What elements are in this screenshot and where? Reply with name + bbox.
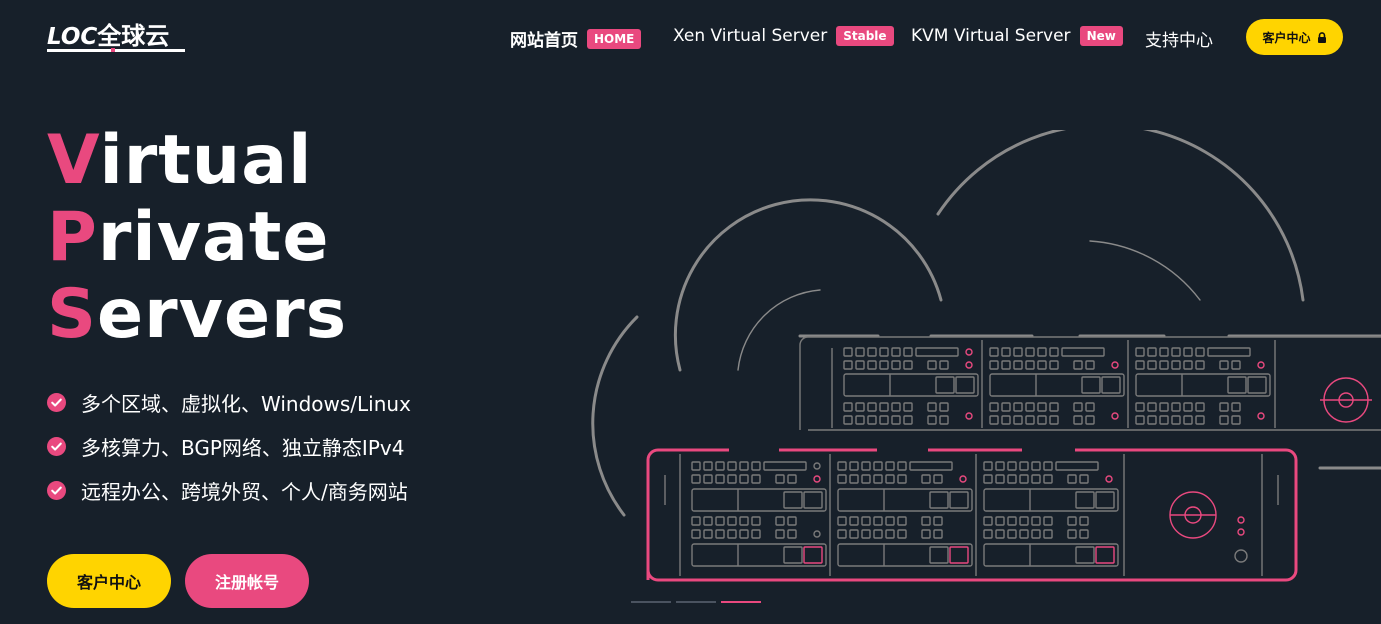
- logo-dot: [111, 48, 115, 52]
- hero-rest-servers: ervers: [96, 275, 348, 354]
- cloud-arc-middle: [673, 198, 943, 372]
- logo[interactable]: LOC全球云: [47, 14, 187, 54]
- server-rack-back: [799, 336, 1381, 431]
- nav-badge-xen: Stable: [836, 26, 894, 46]
- feature-text: 远程办公、跨境外贸、个人/商务网站: [81, 479, 408, 504]
- hero-rest-virtual: irtual: [99, 121, 313, 200]
- nav-badge-kvm: New: [1079, 26, 1123, 46]
- slider-dot-active[interactable]: [721, 601, 761, 603]
- nav-label-kvm: KVM Virtual Server: [911, 26, 1071, 46]
- cloud-inner-arc-2: [1089, 240, 1201, 301]
- cloud-arc-top: [936, 130, 1305, 302]
- client-center-button[interactable]: 客户中心: [47, 554, 171, 608]
- check-circle-icon: [47, 392, 66, 412]
- logo-underline: [47, 49, 185, 52]
- hero-accent-s: S: [47, 275, 97, 354]
- nav-item-xen[interactable]: Xen Virtual Server Stable: [673, 26, 894, 46]
- server-rack-front: [646, 448, 1298, 582]
- logo-text: LOC全球云: [47, 16, 169, 51]
- slider-dot[interactable]: [631, 601, 671, 603]
- hero-accent-v: V: [47, 121, 100, 200]
- client-center-nav-label: 客户中心: [1262, 30, 1311, 45]
- nav-label-support: 支持中心: [1145, 31, 1213, 51]
- slider-indicator: [631, 601, 761, 603]
- cloud-inner-arc-1: [737, 289, 821, 371]
- nav-item-kvm[interactable]: KVM Virtual Server New: [911, 26, 1123, 46]
- hero-line-private: Private: [47, 199, 347, 276]
- nav-item-support[interactable]: 支持中心: [1145, 26, 1213, 51]
- hero-title: Virtual Private Servers: [47, 122, 347, 353]
- hero-line-virtual: Virtual: [47, 122, 347, 199]
- nav-item-home[interactable]: 网站首页 HOME: [510, 26, 642, 51]
- lock-icon: [1317, 31, 1327, 43]
- slider-dot[interactable]: [676, 601, 716, 603]
- main-nav: 网站首页 HOME Xen Virtual Server Stable KVM …: [0, 20, 1381, 56]
- register-button[interactable]: 注册帐号: [185, 554, 309, 608]
- cloud-arc-left: [591, 315, 639, 517]
- hero-line-servers: Servers: [47, 276, 347, 353]
- logo-cjk: 全球云: [97, 22, 170, 50]
- hero-accent-p: P: [47, 198, 98, 277]
- client-center-nav-button[interactable]: 客户中心: [1246, 19, 1343, 55]
- hero-rest-private: rivate: [97, 198, 330, 277]
- check-circle-icon: [47, 480, 66, 500]
- nav-label-home: 网站首页: [510, 31, 578, 51]
- feature-item: 多个区域、虚拟化、Windows/Linux: [47, 380, 411, 424]
- feature-list: 多个区域、虚拟化、Windows/Linux 多核算力、BGP网络、独立静态IP…: [47, 380, 411, 512]
- feature-text: 多核算力、BGP网络、独立静态IPv4: [81, 435, 405, 460]
- feature-item: 远程办公、跨境外贸、个人/商务网站: [47, 468, 411, 512]
- check-circle-icon: [47, 436, 66, 456]
- logo-latin: LOC: [47, 24, 98, 50]
- nav-label-xen: Xen Virtual Server: [673, 26, 828, 46]
- feature-item: 多核算力、BGP网络、独立静态IPv4: [47, 424, 411, 468]
- cloud-server-illustration: [591, 130, 1381, 582]
- nav-badge-home: HOME: [587, 28, 642, 49]
- feature-text: 多个区域、虚拟化、Windows/Linux: [81, 391, 411, 416]
